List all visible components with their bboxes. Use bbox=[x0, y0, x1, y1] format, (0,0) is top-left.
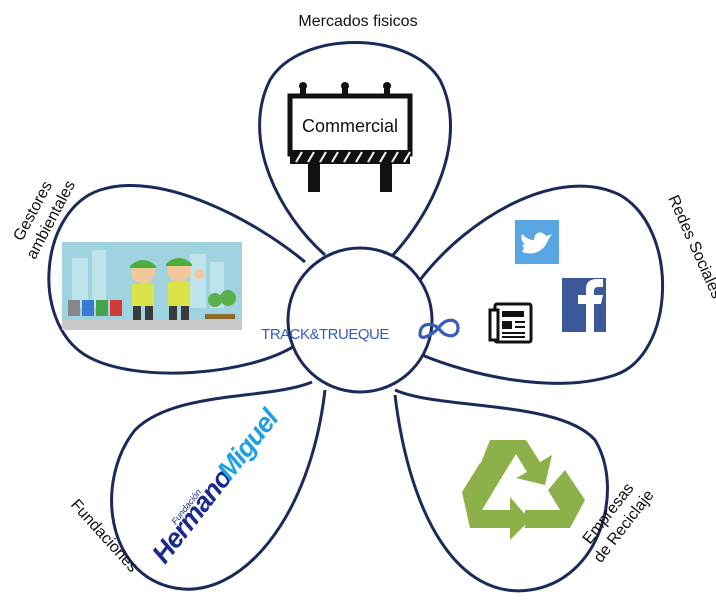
recycling-workers-illustration bbox=[62, 242, 242, 330]
billboard-icon: Commercial bbox=[287, 82, 413, 192]
petal-mercados-outline bbox=[258, 41, 452, 257]
petal-empresas-outline bbox=[393, 388, 609, 593]
petal-fundaciones-outline bbox=[110, 380, 327, 591]
twitter-icon bbox=[515, 220, 559, 264]
label-redes: Redes Sociales bbox=[664, 193, 716, 301]
petal-gestores-outline bbox=[47, 184, 306, 375]
recycle-icon bbox=[462, 440, 585, 540]
petal-redes-outline bbox=[418, 184, 665, 385]
hm-logo-miguel: Miguel bbox=[211, 403, 285, 485]
billboard-text: Commercial bbox=[302, 116, 398, 136]
facebook-icon bbox=[562, 278, 606, 332]
center-circle bbox=[286, 246, 434, 394]
petal-outlines bbox=[47, 41, 665, 593]
infinity-loop-icon bbox=[418, 318, 460, 339]
hm-logo-hermano: Hermano bbox=[146, 463, 238, 569]
newspaper-icon bbox=[488, 302, 533, 344]
label-mercados: Mercados fisicos bbox=[298, 13, 417, 30]
center-logo-text: TRACK&TRUEQUE bbox=[261, 326, 389, 343]
hermano-miguel-logo: Fundación Hermano Miguel bbox=[146, 403, 285, 569]
label-fundaciones: Fundaciones bbox=[67, 496, 141, 575]
